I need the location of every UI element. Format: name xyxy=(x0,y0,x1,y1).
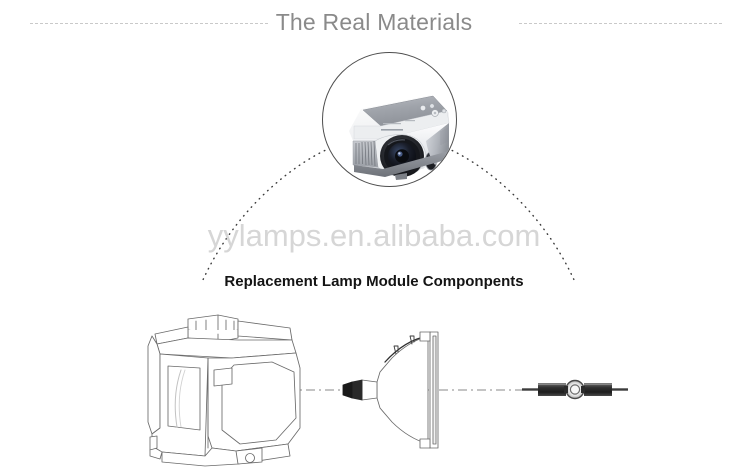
lamp-reflector-icon xyxy=(342,331,439,449)
projector-icon xyxy=(349,95,450,180)
section-subtitle: Replacement Lamp Module Componpents xyxy=(224,273,524,290)
lamp-housing-icon xyxy=(147,314,301,467)
watermark-text: yylamps.en.alibaba.com xyxy=(207,218,541,253)
page-header: The Real Materials xyxy=(0,0,748,50)
page-title: The Real Materials xyxy=(275,9,473,35)
header-rule-left xyxy=(30,23,268,24)
arc-right xyxy=(446,147,576,283)
arc-left xyxy=(201,147,331,283)
lamp-burner-icon xyxy=(522,379,628,400)
projector-photo-circle xyxy=(322,52,457,187)
header-rule-right xyxy=(519,23,722,24)
components-diagram xyxy=(0,296,748,467)
